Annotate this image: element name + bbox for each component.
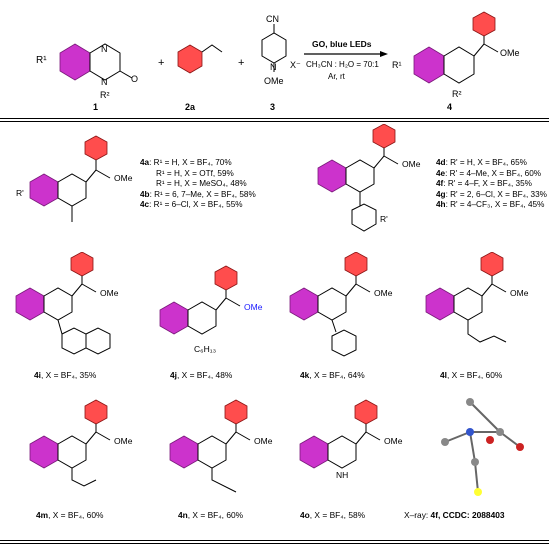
- ome-group: OMe: [384, 436, 403, 446]
- reaction-scheme: R¹ N N O R² 1 + 2a + CN N X⁻ OMe 3 GO, b…: [36, 11, 520, 112]
- xray-crystal-structure: [441, 398, 524, 496]
- ome-group: OMe: [264, 76, 284, 86]
- r-label: R': [16, 188, 24, 198]
- n-atom: N: [270, 62, 277, 72]
- r1-label: R¹: [36, 55, 47, 66]
- ome-group: OMe: [374, 288, 393, 298]
- divider-top: [0, 118, 549, 119]
- caption-4o: 4o, X = BF₄, 58%: [300, 510, 366, 520]
- structure-4i: [15, 252, 111, 355]
- scope-row-3-structures: OMe OMe OMe NH: [29, 398, 524, 496]
- counterion-label: X⁻: [290, 60, 301, 70]
- structure-4o: [299, 399, 381, 469]
- nh-group: NH: [336, 470, 348, 480]
- divider-bottom-double: [0, 543, 549, 544]
- ome-group: OMe: [500, 48, 520, 58]
- compound-1-label: 1: [93, 102, 98, 112]
- divider-bottom: [0, 540, 549, 541]
- scope-row-2-structures: OMe OMe C₆H₁₃ OMe OMe: [15, 252, 529, 357]
- caption-xray: X–ray: 4f, CCDC: 2088403: [404, 510, 505, 520]
- o-atom: O: [131, 74, 138, 84]
- ome-group: OMe: [510, 288, 529, 298]
- structure-4j: [159, 265, 241, 335]
- structure-4k: [289, 252, 371, 357]
- r1-label: R¹: [392, 60, 402, 70]
- ome-group: OMe: [244, 302, 263, 312]
- structure-4l: [425, 252, 507, 343]
- benzo-ring: [59, 43, 91, 81]
- structure-4n: [169, 399, 251, 493]
- structure-4m: [29, 399, 111, 487]
- ome-group: OMe: [402, 159, 421, 169]
- reactant-1-structure: [59, 43, 133, 81]
- structure-4d-4h: [317, 124, 399, 232]
- n-atom: N: [101, 44, 108, 54]
- n-atom: N: [101, 77, 108, 87]
- ome-group: OMe: [254, 436, 273, 446]
- plus-sign: +: [158, 57, 164, 69]
- product-4-structure: [413, 11, 499, 84]
- reactant-2a-structure: [177, 44, 223, 74]
- conditions-solvent: CH₃CN : H₂O = 70:1: [306, 60, 379, 69]
- caption-4k: 4k, X = BF₄, 64%: [300, 370, 365, 380]
- conditions-atmosphere: Ar, rt: [328, 72, 346, 81]
- compound-4-label: 4: [447, 102, 452, 112]
- ome-group: OMe: [114, 173, 133, 183]
- ome-group: OMe: [114, 436, 133, 446]
- caption-4j: 4j, X = BF₄, 48%: [170, 370, 233, 380]
- ome-group: OMe: [100, 288, 119, 298]
- hexyl-group: C₆H₁₃: [194, 344, 216, 354]
- compound-3-label: 3: [270, 102, 275, 112]
- divider-top-double: [0, 121, 549, 122]
- cn-group: CN: [266, 14, 279, 24]
- conditions-top: GO, blue LEDs: [312, 39, 372, 49]
- caption-4m: 4m, X = BF₄, 60%: [36, 510, 104, 520]
- r-prime-label: R': [380, 214, 388, 224]
- r2-label: R²: [100, 90, 110, 100]
- caption-4l: 4l, X = BF₄, 60%: [440, 370, 503, 380]
- compound-2a-label: 2a: [185, 102, 196, 112]
- reactant-3-structure: [261, 24, 287, 72]
- scope-a-table: 4a: R¹ = H, X = BF₄, 70% R¹ = H, X = OTf…: [140, 158, 256, 210]
- scope-b-table: 4d: R' = H, X = BF₄, 65% 4e: R' = 4–Me, …: [436, 158, 547, 210]
- caption-4i: 4i, X = BF₄, 35%: [34, 370, 97, 380]
- structure-4a: [29, 135, 111, 222]
- caption-4n: 4n, X = BF₄, 60%: [178, 510, 244, 520]
- plus-sign: +: [238, 57, 244, 69]
- r2-label: R²: [452, 89, 462, 99]
- scope-row-1-structures: R' OMe OMe R': [16, 124, 421, 232]
